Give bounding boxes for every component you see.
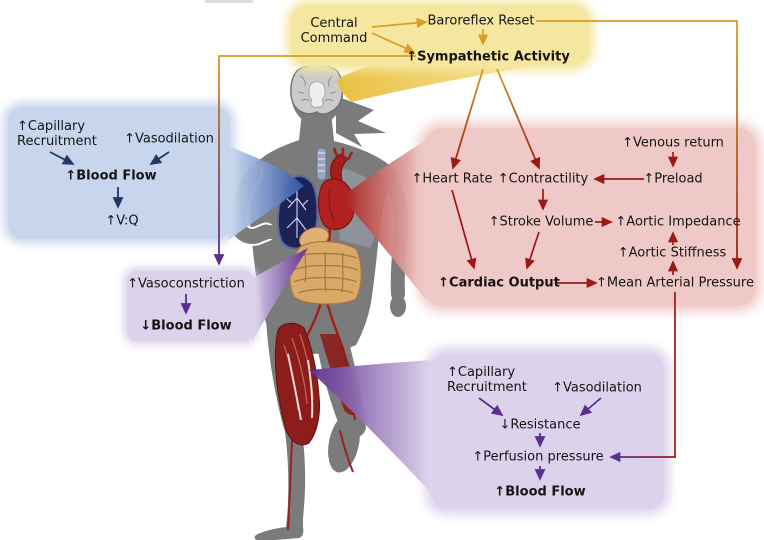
funnel-lungs-to-pulmonary-box: [228, 146, 304, 240]
funnel-heart-to-cardiac-box: [341, 140, 426, 300]
far-hand: [390, 295, 406, 317]
label-preload: ↑Preload: [643, 171, 703, 187]
arrow-sympathetic-to-contractility: [496, 68, 541, 170]
ponytail-hair: [336, 96, 386, 147]
label-vq-ratio: ↑V:Q: [105, 213, 139, 229]
label-resistance: ↓Resistance: [499, 417, 581, 433]
arrow-sympathetic-to-heart-rate: [450, 68, 484, 170]
arrow-command-to-sympathetic: [371, 32, 416, 53]
callout-funnels: [228, 62, 560, 494]
intestines-illustration: [289, 226, 362, 305]
label-perfusion-pressure: ↑Perfusion pressure: [472, 449, 604, 465]
label-aortic-stiffness: ↑Aortic Stiffness: [617, 245, 727, 261]
arrow-sympathetic-to-vasoconstriction: [213, 55, 416, 266]
arrow-vasodilation-to-bloodflow: [149, 151, 170, 165]
label-vasoconstriction: ↑Vasoconstriction: [127, 276, 245, 292]
label-venous-return: ↑Venous return: [622, 135, 724, 151]
label-contractility: ↑Contractility: [497, 171, 589, 187]
cropped-figure-edge: [205, 0, 253, 3]
cardiac-arrows: [451, 152, 679, 457]
label-baroreflex-reset: Baroreflex Reset: [427, 13, 535, 29]
funnel-muscle-to-muscle-box: [309, 360, 432, 494]
front-hand: [262, 225, 278, 239]
label-sympathetic-activity: ↑Sympathetic Activity: [406, 49, 570, 65]
muscle-box: [431, 353, 664, 509]
label-heart-rate: ↑Heart Rate: [411, 171, 493, 187]
arrow-baroreflex-to-map: [536, 20, 743, 270]
brain-illustration: [290, 64, 344, 115]
label-pulmonary-vasodilation: ↑Vasodilation: [124, 131, 214, 147]
label-cardiac-output: ↑Cardiac Output: [438, 275, 560, 291]
pulmonary-box: [8, 107, 230, 239]
funnel-brain-to-neural-box: [337, 62, 560, 102]
arrow-stroke-to-co: [525, 231, 540, 270]
label-muscle-vasodilation: ↑Vasodilation: [552, 380, 642, 396]
muscle-arrows: [478, 397, 602, 481]
arrow-vasodilation-to-resistance: [579, 397, 602, 417]
arrow-capillary-to-resistance: [478, 397, 504, 417]
label-central-command: Central Command: [300, 16, 368, 46]
neural-arrows: [371, 17, 489, 53]
label-pulmonary-blood-flow: ↑Blood Flow: [65, 168, 157, 184]
label-stroke-volume: ↑Stroke Volume: [488, 214, 594, 230]
label-muscle-capillary-recruitment: ↑Capillary Recruitment: [447, 365, 527, 395]
arrow-command-to-baroreflex: [371, 17, 428, 28]
funnel-gut-to-splanchnic-box: [252, 248, 308, 341]
label-aortic-impedance: ↑Aortic Impedance: [615, 214, 741, 230]
arrow-capillary-to-bloodflow: [49, 151, 75, 165]
label-pulmonary-capillary-recruitment: ↑Capillary Recruitment: [17, 119, 97, 149]
arrow-heartrate-to-co: [451, 189, 477, 270]
label-mean-arterial-pressure: ↑Mean Arterial Pressure: [596, 275, 754, 291]
heart-illustration: [318, 147, 355, 230]
label-splanchnic-blood-flow: ↓Blood Flow: [140, 318, 232, 334]
trachea-illustration: [316, 147, 327, 181]
pulmonary-arrows: [49, 151, 170, 209]
cardiac-box: [424, 128, 756, 306]
label-muscle-blood-flow: ↑Blood Flow: [494, 484, 586, 500]
